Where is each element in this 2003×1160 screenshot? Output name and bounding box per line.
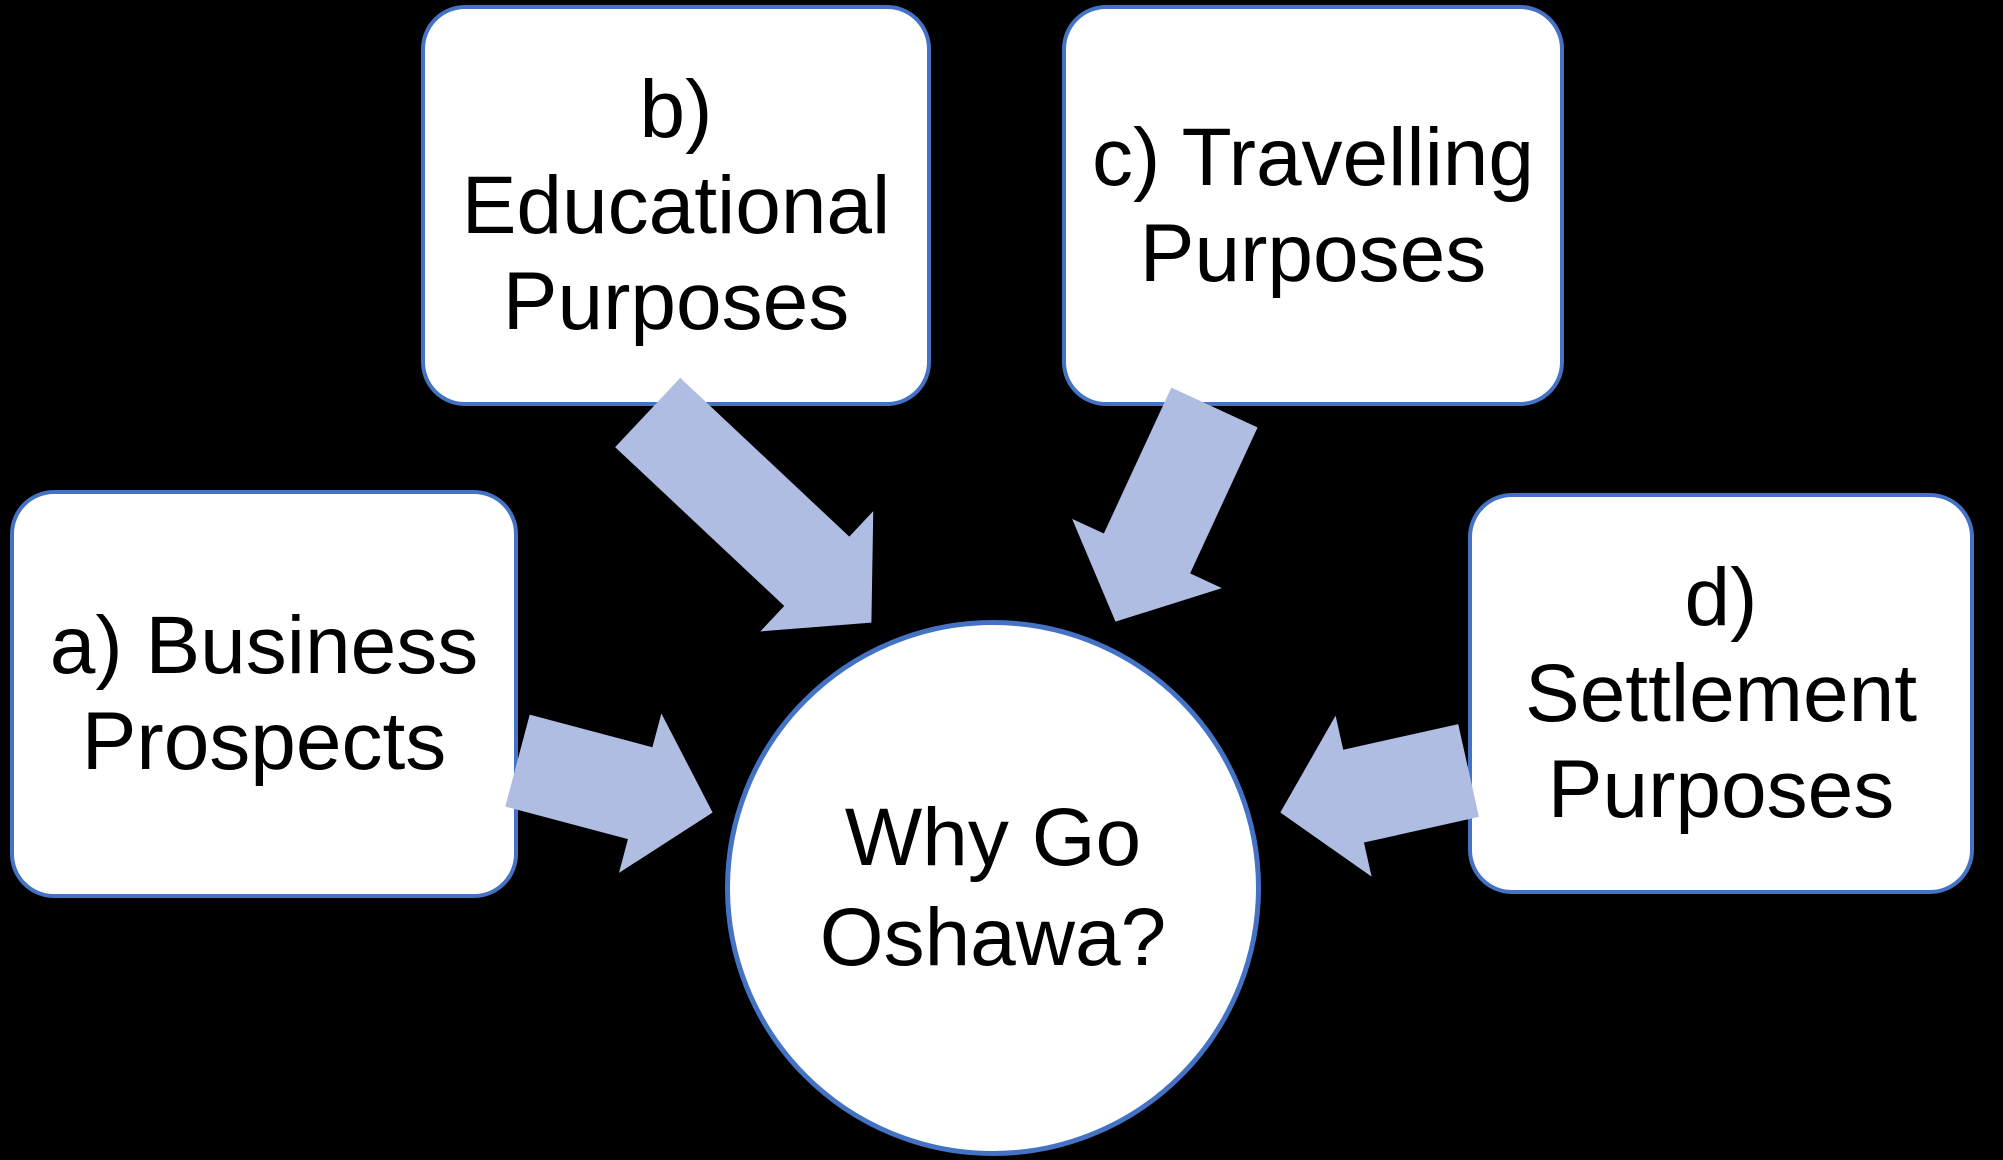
node-settlement-purposes-box: d) Settlement Purposes <box>1468 493 1974 894</box>
arrow-settlement-to-center-icon <box>1262 690 1486 893</box>
center-label-line: Why Go <box>844 792 1142 883</box>
node-label-line: Purposes <box>502 255 850 347</box>
node-label-line: Educational <box>461 159 891 251</box>
node-travelling-purposes-box: c) Travelling Purposes <box>1062 5 1564 406</box>
node-label-line: Purposes <box>1547 743 1895 835</box>
node-educational-purposes-box: b) Educational Purposes <box>421 5 931 406</box>
node-business-prospects-box: a) Business Prospects <box>10 490 518 898</box>
center-circle-why-go-oshawa: Why Go Oshawa? <box>725 620 1261 1156</box>
arrow-business-to-center-icon <box>496 681 734 892</box>
node-label-line: c) Travelling <box>1091 111 1535 203</box>
node-label-line: Prospects <box>81 696 447 787</box>
node-label-line: a) Business <box>49 600 479 691</box>
node-label-line: Settlement <box>1525 647 1917 739</box>
arrow-travelling-to-center-icon <box>1041 373 1290 656</box>
center-label-line: Oshawa? <box>819 892 1167 983</box>
node-label-line: d) <box>1684 551 1758 643</box>
node-label-line: Purposes <box>1139 207 1487 299</box>
node-label-line: b) <box>639 63 713 155</box>
